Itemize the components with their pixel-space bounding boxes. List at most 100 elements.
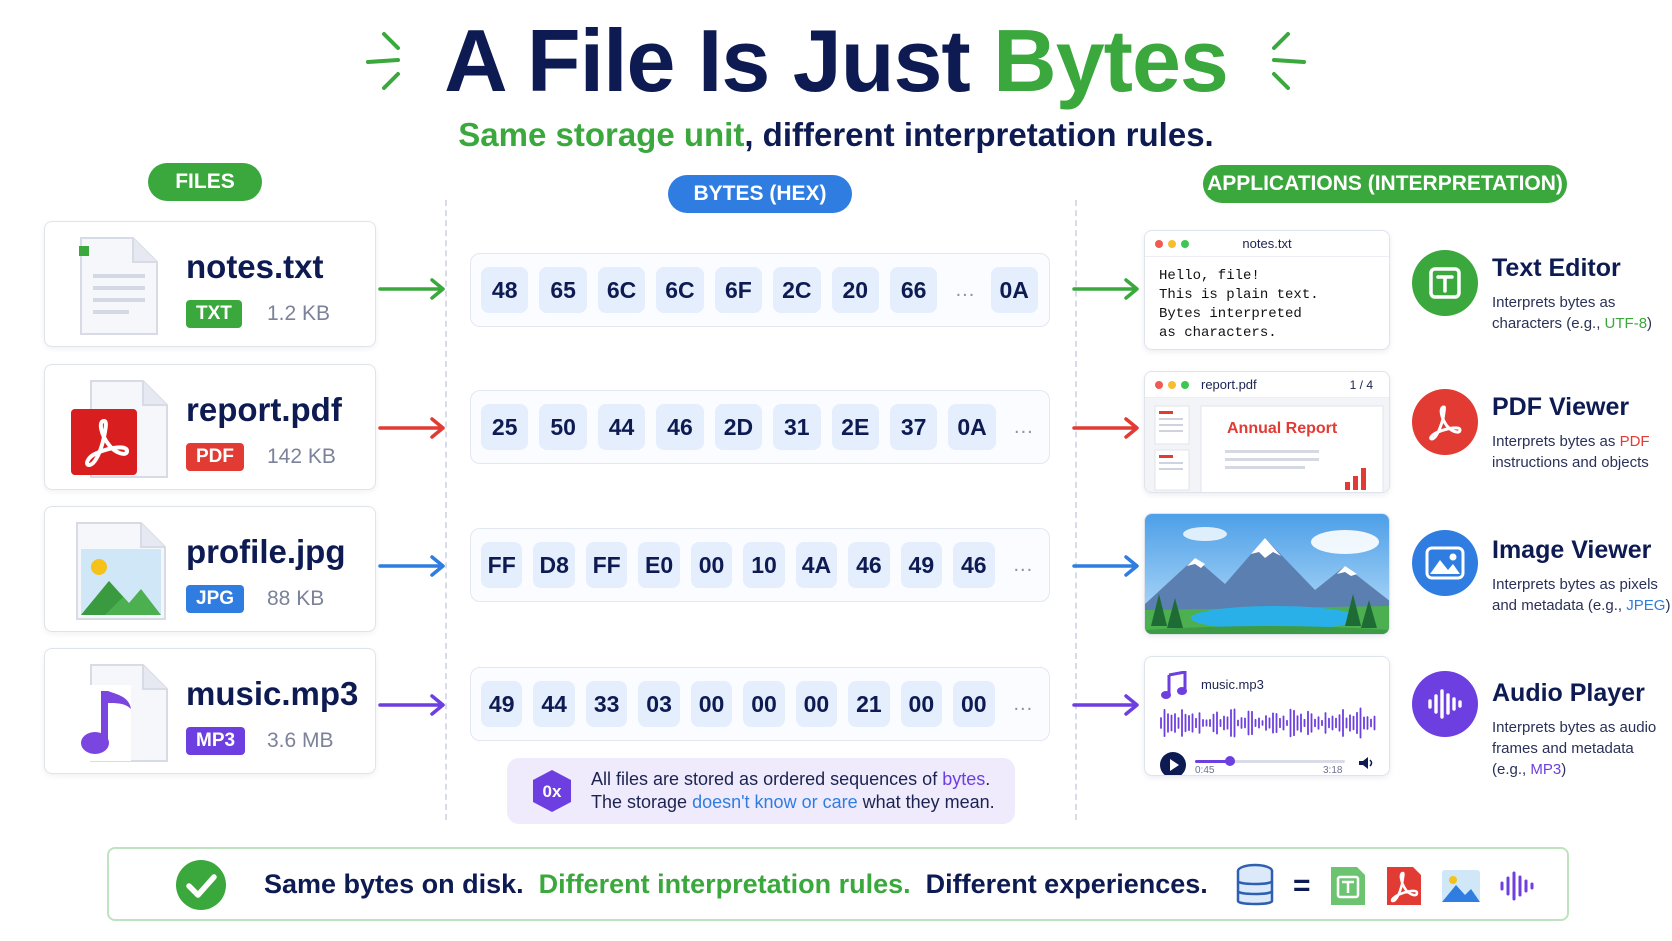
hex-row-notes: 48 65 6C 6C 6F 2C 20 66 ... 0A	[470, 253, 1050, 327]
file-name: music.mp3	[186, 675, 359, 712]
text-line: Hello, file!	[1159, 268, 1260, 284]
text-format-icon	[1330, 867, 1365, 905]
app-desc-text: Interprets bytes as pixels and metadata …	[1492, 576, 1658, 614]
arrow-right-icon	[378, 694, 445, 716]
title-accent: Bytes	[993, 11, 1229, 110]
hex-byte: 00	[953, 681, 995, 727]
hex-byte: FF	[585, 542, 628, 588]
file-card-notes[interactable]: notes.txt TXT 1.2 KB	[44, 221, 376, 347]
hex-byte: 6F	[714, 267, 763, 313]
window-close-dot[interactable]	[1155, 380, 1163, 389]
summary-part2: Different interpretation rules.	[538, 869, 911, 899]
progress-knob[interactable]	[1224, 756, 1235, 766]
play-button-icon[interactable]	[1159, 751, 1187, 776]
audio-player-preview[interactable]: music.mp3 0:45 3:18	[1144, 656, 1390, 776]
window-minimize-dot[interactable]	[1168, 380, 1176, 389]
audio-file-icon	[71, 664, 168, 762]
app-name: Image Viewer	[1492, 536, 1652, 564]
app-name: PDF Viewer	[1492, 393, 1630, 421]
app-desc-highlight: PDF	[1619, 433, 1650, 450]
file-card-music[interactable]: music.mp3 MP3 3.6 MB	[44, 648, 376, 774]
current-time: 0:45	[1195, 765, 1215, 776]
divider-left	[445, 200, 447, 820]
app-description: Interprets bytes as audio frames and met…	[1492, 717, 1672, 780]
hex-byte: 2E	[831, 404, 879, 450]
pdf-viewer-preview[interactable]: report.pdf 1 / 4 Annual Report	[1144, 371, 1390, 493]
hex-byte: 44	[533, 681, 575, 727]
progress-track[interactable]	[1195, 756, 1345, 766]
audio-player-app-icon	[1412, 671, 1478, 737]
app-desc-end: )	[1665, 597, 1671, 614]
total-time: 3:18	[1323, 765, 1343, 776]
hex-byte: 03	[638, 681, 680, 727]
hex-byte: 46	[656, 404, 704, 450]
file-type-badge: TXT	[186, 300, 242, 328]
image-viewer-preview[interactable]	[1144, 513, 1390, 635]
hex-badge-label: 0x	[543, 782, 562, 801]
hex-byte: FF	[481, 542, 523, 588]
note-line2: The storage	[591, 792, 693, 812]
app-description: Interprets bytes as PDF instructions and…	[1492, 431, 1672, 473]
app-desc-text: Interprets bytes as audio frames and met…	[1492, 719, 1657, 778]
hex-byte: 31	[773, 404, 821, 450]
summary-part1: Same bytes on disk.	[264, 869, 539, 899]
app-desc-highlight: JPEG	[1626, 597, 1666, 614]
file-type-badge: MP3	[186, 727, 246, 755]
pdf-format-icon	[1386, 867, 1421, 905]
file-card-report[interactable]: report.pdf PDF 142 KB	[44, 364, 376, 490]
hex-byte: 44	[597, 404, 646, 450]
title-main: A File Is Just	[444, 11, 994, 110]
app-desc-highlight: UTF-8	[1604, 315, 1648, 332]
window-minimize-dot[interactable]	[1168, 239, 1176, 248]
pdf-page-thumbnails	[1145, 398, 1389, 492]
arrow-right-icon	[378, 278, 445, 300]
hex-byte: 25	[481, 404, 529, 450]
hex-byte: 00	[690, 681, 733, 727]
hex-byte: 65	[539, 267, 587, 313]
hex-ellipsis: ...	[1014, 415, 1034, 438]
window-maximize-dot[interactable]	[1181, 380, 1189, 389]
hex-byte: 00	[690, 542, 733, 588]
track-title: music.mp3	[1201, 677, 1264, 692]
window-title: notes.txt	[1242, 236, 1292, 251]
hex-byte: 00	[743, 681, 785, 727]
file-card-profile[interactable]: profile.jpg JPG 88 KB	[44, 506, 376, 632]
arrow-right-icon	[1072, 694, 1139, 716]
pdf-file-icon	[71, 380, 168, 478]
hex-byte: 49	[900, 542, 943, 588]
file-size: 88 KB	[267, 587, 325, 610]
hex-byte: 48	[481, 267, 529, 313]
hex-byte: 00	[795, 681, 838, 727]
text-editor-preview[interactable]: notes.txt Hello, file!This is plain text…	[1144, 230, 1390, 350]
hex-ellipsis: ...	[955, 278, 976, 301]
note-line1: All files are stored as ordered sequence…	[591, 769, 943, 789]
subtitle-accent: Same storage unit	[458, 116, 745, 153]
volume-icon[interactable]	[1357, 755, 1375, 771]
storage-note: 0x All files are stored as ordered seque…	[507, 758, 1015, 824]
file-name: notes.txt	[186, 248, 324, 285]
note-line2-end: what they mean.	[857, 792, 995, 812]
pdf-heading: Annual Report	[1227, 420, 1338, 437]
file-size: 3.6 MB	[267, 729, 334, 752]
app-desc-end: )	[1561, 761, 1567, 778]
app-desc-highlight: MP3	[1530, 761, 1562, 778]
music-note-icon	[1161, 671, 1187, 699]
hex-ellipsis: ...	[1013, 692, 1034, 715]
subtitle-rest: , different interpretation rules.	[744, 116, 1214, 153]
file-type-badge: PDF	[186, 443, 244, 471]
hex-byte: 21	[848, 681, 890, 727]
hex-byte: 00	[900, 681, 943, 727]
app-name: Text Editor	[1492, 254, 1621, 282]
landscape-image	[1145, 514, 1389, 634]
summary-text: Same bytes on disk. Different interpreta…	[264, 869, 1208, 900]
apps-column-label: APPLICATIONS (INTERPRETATION)	[1203, 165, 1567, 203]
image-file-icon	[76, 522, 166, 620]
window-close-dot[interactable]	[1155, 239, 1163, 248]
window-maximize-dot[interactable]	[1181, 239, 1189, 248]
hex-byte: 20	[831, 267, 879, 313]
image-viewer-app-icon	[1412, 530, 1478, 596]
text-editor-app-icon	[1412, 250, 1478, 316]
hex-row-profile: FF D8 FF E0 00 10 4A 46 49 46 ...	[470, 528, 1050, 602]
window-titlebar: report.pdf 1 / 4	[1145, 372, 1389, 398]
page-title: A File Is Just Bytes	[366, 10, 1306, 112]
